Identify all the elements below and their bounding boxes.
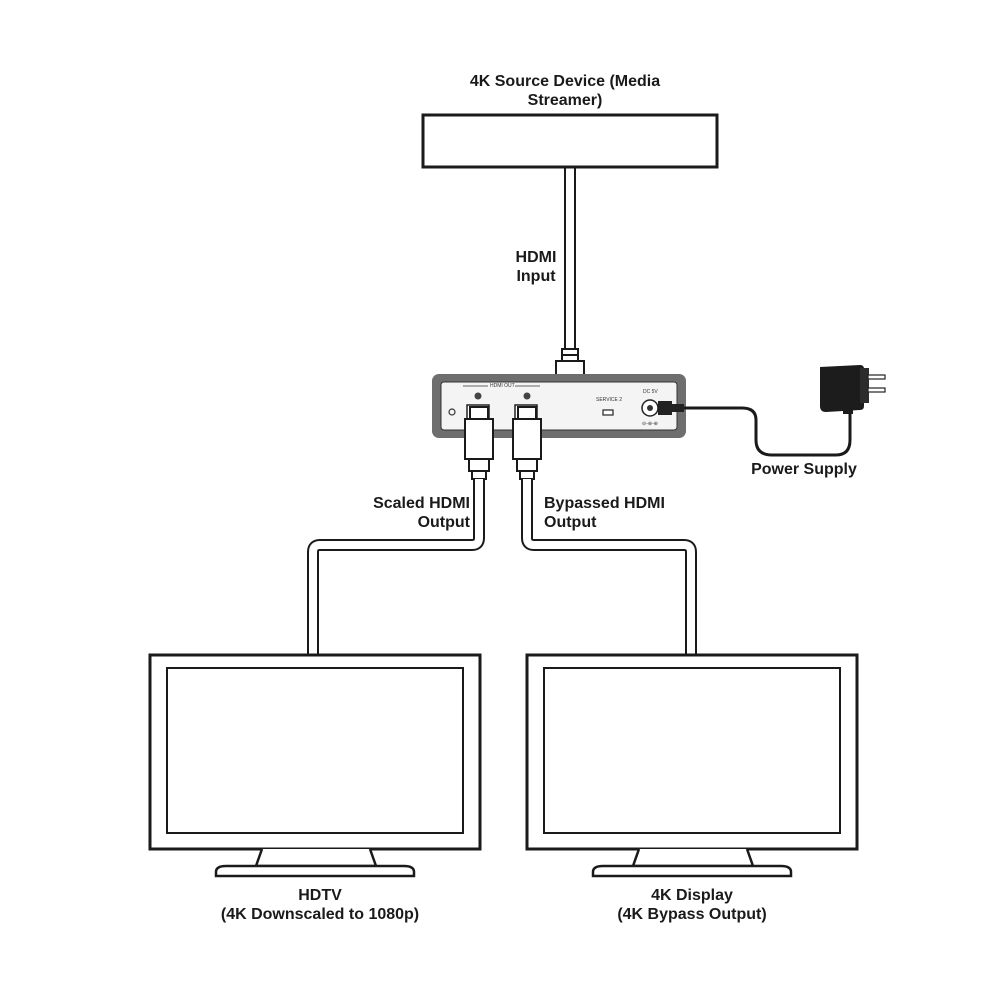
hdmi-input-label: HDMI Input	[500, 248, 572, 286]
hdtv-stand	[214, 864, 416, 878]
hdtv-line2: (4K Downscaled to 1080p)	[220, 906, 420, 923]
scaled-output-line2: Output	[417, 514, 470, 531]
scaled-hdmi-cable	[307, 479, 485, 655]
dc-panel-label: DC 5V	[643, 389, 658, 395]
hdtv-label: HDTV (4K Downscaled to 1080p)	[190, 886, 450, 924]
led-out2-icon	[523, 392, 531, 400]
display-4k-screen	[543, 667, 841, 834]
display-4k-label: 4K Display (4K Bypass Output)	[572, 886, 812, 924]
source-device-title-line2: Streamer)	[527, 92, 603, 109]
power-cable	[658, 401, 852, 457]
display-4k-monitor	[525, 653, 859, 878]
source-device-title-line1: 4K Source Device (Media	[469, 73, 661, 90]
hdtv-monitor	[148, 653, 482, 878]
bypassed-output-label: Bypassed HDMI Output	[544, 494, 684, 532]
led-out1-icon	[474, 392, 482, 400]
display-4k-line2: (4K Bypass Output)	[617, 906, 767, 923]
source-device-box	[421, 113, 719, 169]
hdtv-screen	[166, 667, 464, 834]
bypassed-output-line1: Bypassed HDMI	[544, 495, 665, 512]
scaled-output-label: Scaled HDMI Output	[346, 494, 470, 532]
display-4k-line1: 4K Display	[651, 887, 733, 904]
power-supply-label: Power Supply	[751, 461, 857, 478]
hdmi-input-cable	[564, 167, 576, 350]
hdmi-out-panel-label: HDMI OUT	[490, 383, 515, 389]
hdtv-line1: HDTV	[298, 887, 342, 904]
service-panel-label: SERVICE 2	[596, 397, 623, 403]
hdmi-input-line2: Input	[516, 268, 556, 285]
bypassed-hdmi-cable	[521, 479, 697, 655]
svg-text:⊝-⊕-⊕: ⊝-⊕-⊕	[642, 421, 658, 427]
source-device-label: 4K Source Device (Media Streamer)	[430, 72, 700, 110]
service-port-icon	[602, 409, 614, 416]
scaled-output-line1: Scaled HDMI	[373, 495, 470, 512]
bypassed-hdmi-plug	[512, 406, 542, 480]
hdmi-input-line1: HDMI	[515, 249, 557, 266]
status-led-icon	[448, 408, 456, 416]
scaled-hdmi-plug	[464, 406, 494, 480]
power-adapter-icon	[820, 365, 886, 414]
display-4k-stand	[591, 864, 793, 878]
bypassed-output-line2: Output	[544, 514, 597, 531]
